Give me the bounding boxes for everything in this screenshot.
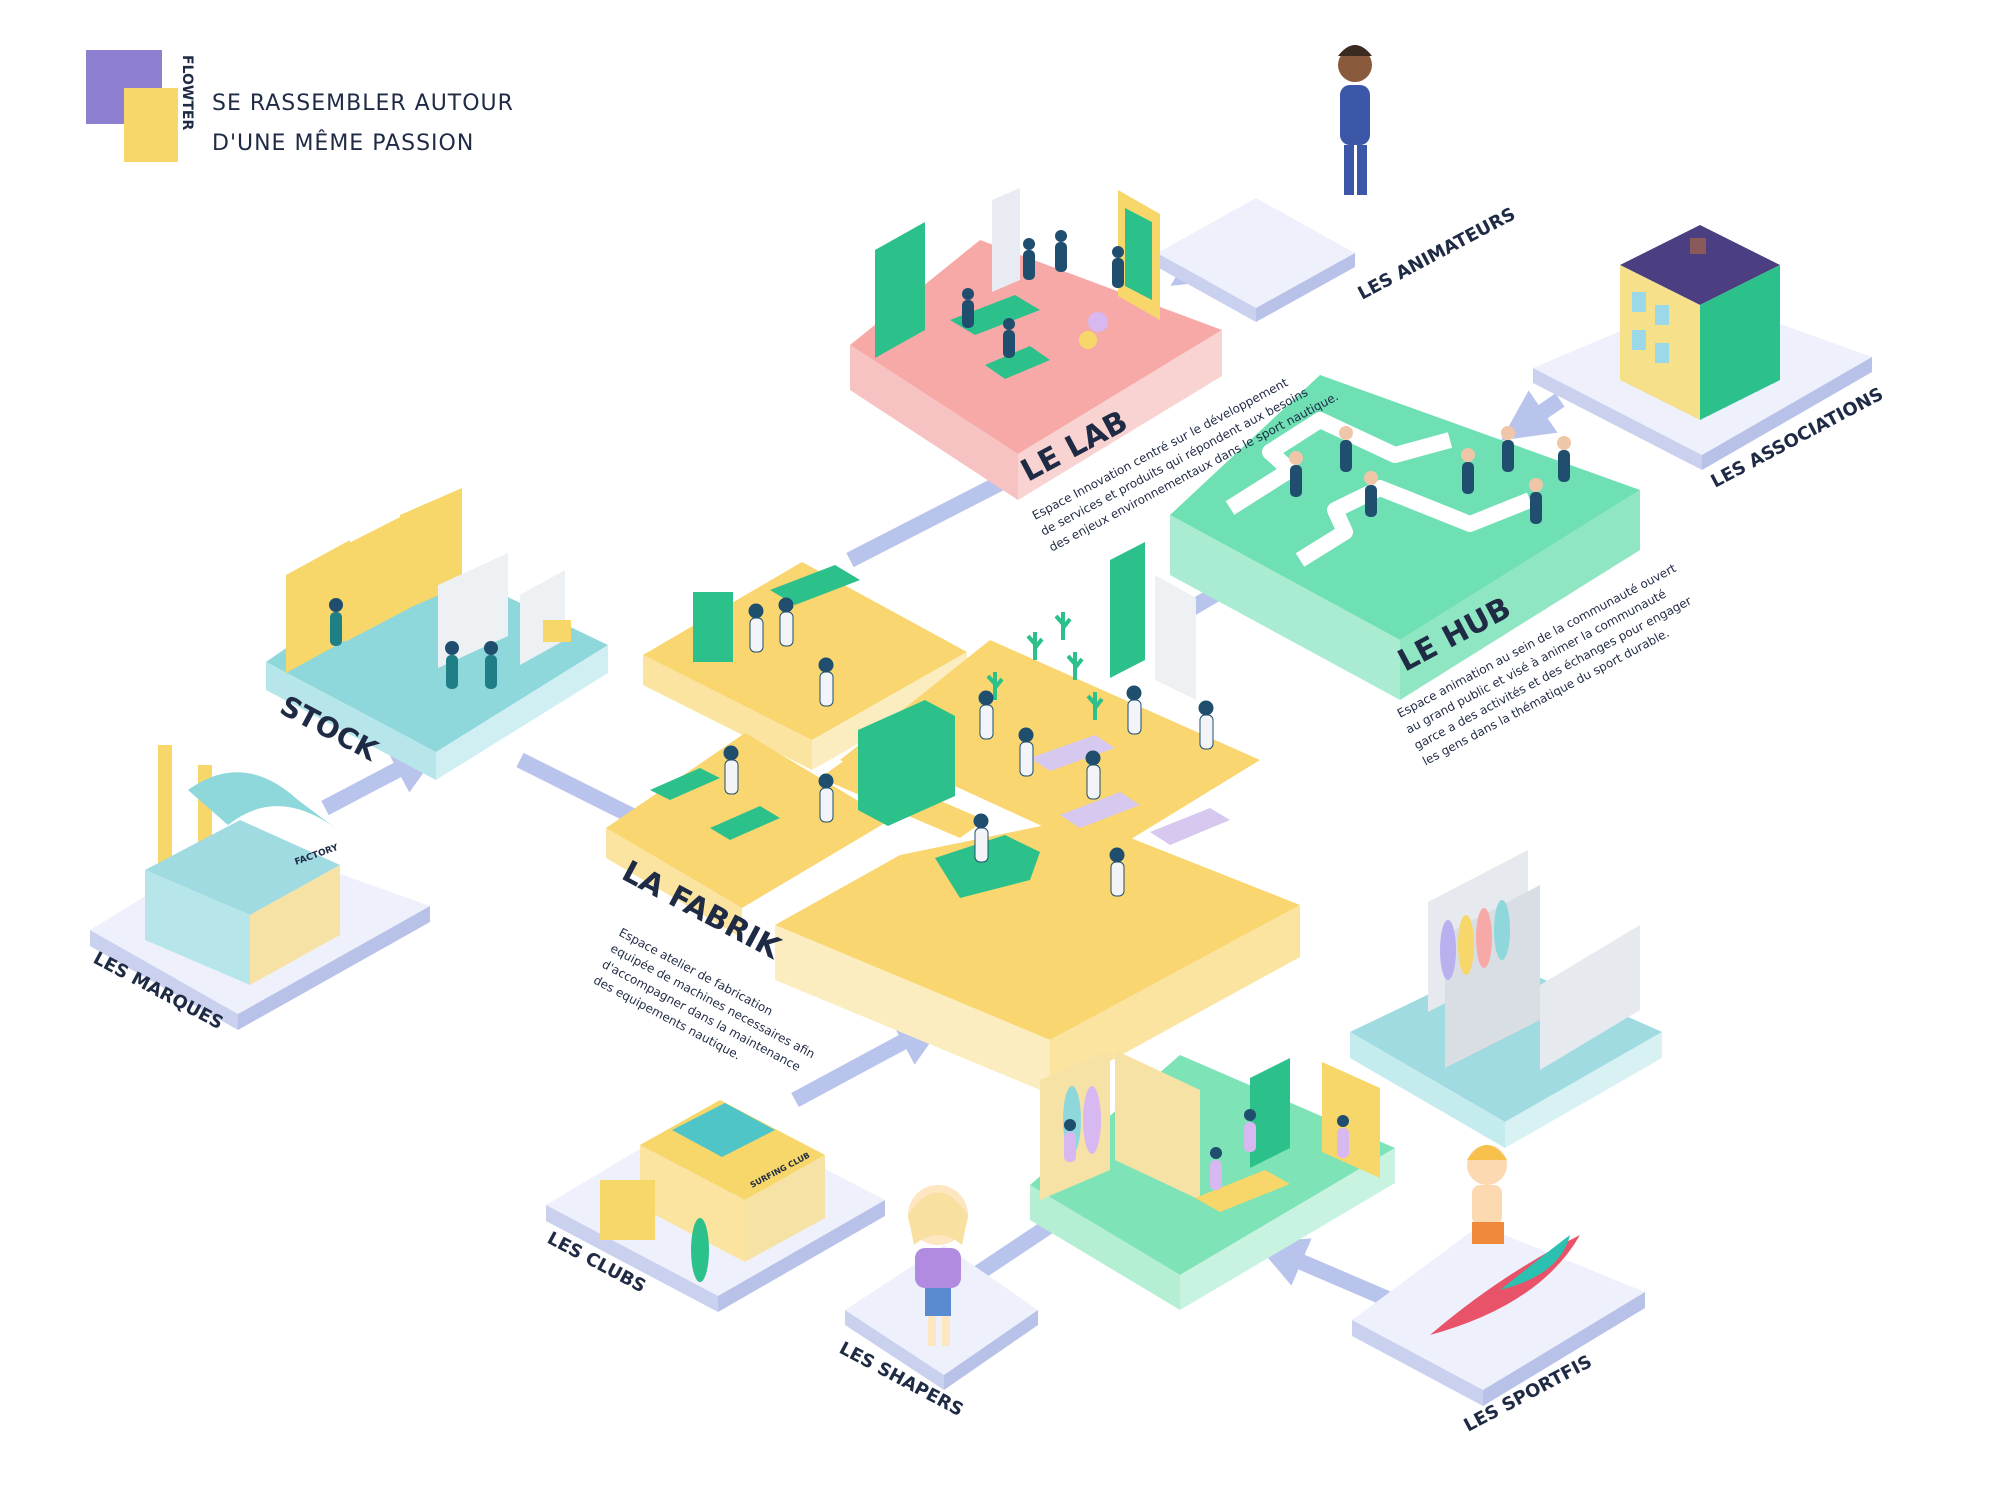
hub-platform: [1170, 375, 1640, 700]
fabrik-platform: [606, 542, 1300, 1094]
tagline-line-2: D'UNE MÊME PASSION: [212, 130, 474, 156]
arrow-marques-to-stock: [321, 746, 443, 816]
arrow-sportifs-to-shop: [1254, 1238, 1394, 1308]
factory-building: FACTORY: [145, 745, 340, 985]
shop-people: [1064, 1109, 1349, 1190]
arrow-clubs-to-fabrik: [791, 1017, 948, 1108]
board-room-platform: [1350, 850, 1662, 1148]
tagline-line-1: SE RASSEMBLER AUTOUR: [212, 91, 514, 116]
brand-name: FLOWTER: [179, 55, 195, 130]
hub-people: [1289, 426, 1571, 524]
animateur-figure: [1338, 45, 1372, 195]
club-building: SURFING CLUB: [600, 1100, 825, 1282]
flowter-logo: FLOWTER: [86, 50, 195, 162]
arrow-stock-to-fabrik: [516, 752, 644, 828]
stock-people: [329, 598, 498, 689]
label-animateurs: LES ANIMATEURS: [1354, 204, 1519, 305]
fabrik-people: [723, 597, 1214, 897]
arrow-fabrik-to-lab: [846, 470, 1014, 568]
shop-platform: [1030, 1050, 1395, 1310]
pad-animateurs: [1157, 198, 1355, 322]
arrow-associations-to-hub: [1500, 390, 1565, 441]
pad-sportifs: [1352, 1225, 1645, 1406]
shaper-figure: [908, 1185, 968, 1346]
surfer-figure: [1430, 1145, 1580, 1335]
stock-platform: [266, 488, 608, 780]
lab-people: [962, 230, 1124, 358]
lab-platform: [850, 188, 1222, 500]
association-building: [1620, 225, 1780, 420]
